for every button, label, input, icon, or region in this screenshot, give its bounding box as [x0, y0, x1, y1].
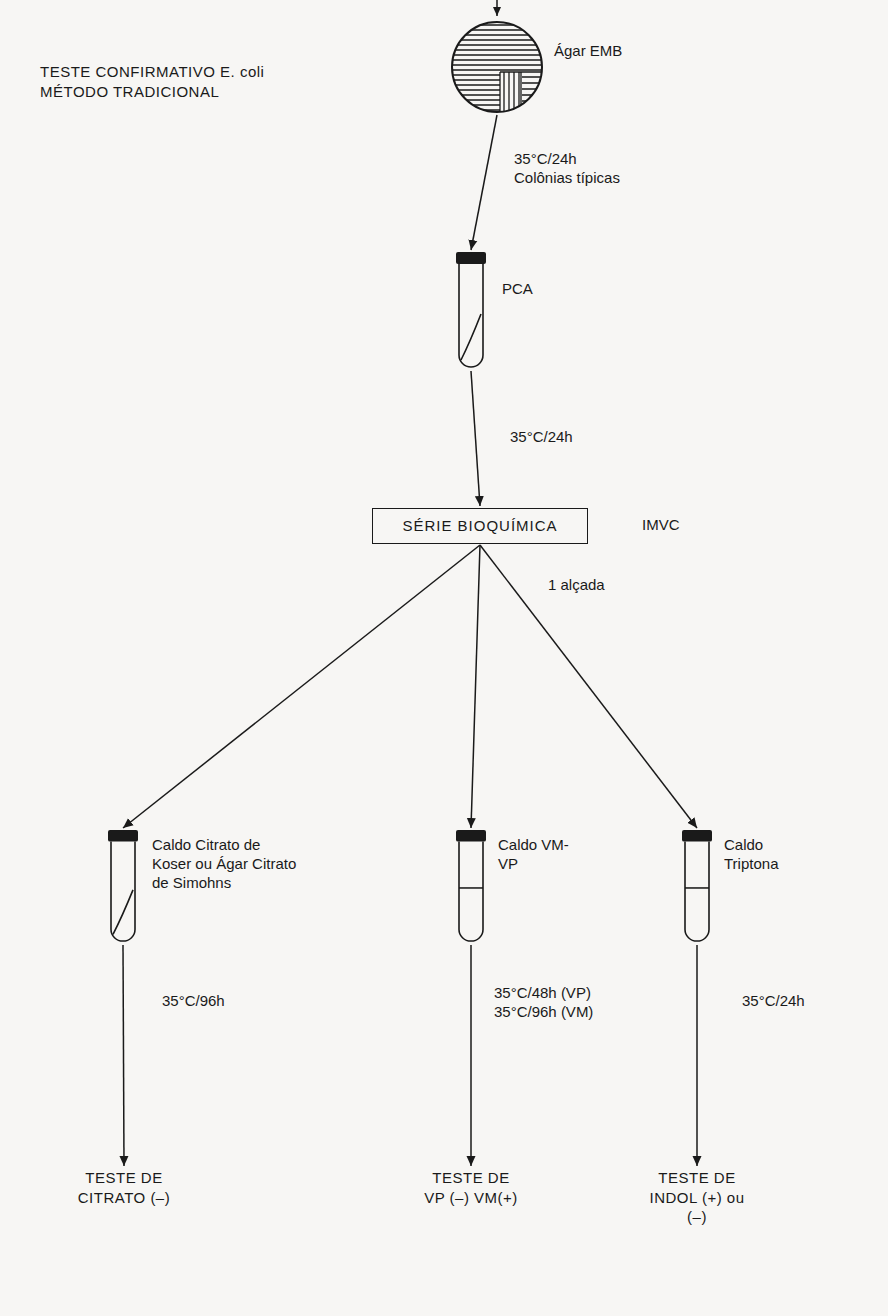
edge-label: 35°C/96h	[160, 992, 254, 1011]
shape-label: Caldo Citrato de Koser ou Ágar Citrato d…	[152, 836, 302, 892]
edge-label: 35°C/24h	[508, 428, 602, 447]
petri-dish	[450, 20, 544, 114]
result-label: TESTE DE INDOL (+) ou (–)	[642, 1168, 752, 1227]
test-tube-node: Caldo Triptona	[682, 830, 712, 944]
result-text: TESTE DE VP (–) VM(+)	[421, 1168, 521, 1207]
edge-label: 35°C/24h Colônias típicas	[512, 150, 626, 188]
tube-cap	[456, 252, 486, 264]
test-tube	[456, 252, 486, 370]
test-series-code: IMVC	[640, 516, 682, 535]
tube-cap	[682, 830, 712, 842]
process-box: SÉRIE BIOQUÍMICA	[372, 508, 588, 544]
shape-label: Ágar EMB	[554, 42, 674, 61]
test-tube-node: Caldo VM-VP	[456, 830, 486, 944]
tube-cap	[108, 830, 138, 842]
test-tube-node: PCA	[456, 252, 486, 370]
tube-body	[111, 842, 135, 942]
result-text: TESTE DE CITRATO (–)	[64, 1168, 184, 1207]
hatching	[450, 25, 544, 114]
broth-level	[685, 887, 709, 889]
result-label: TESTE DE VP (–) VM(+)	[421, 1168, 521, 1207]
result-text: TESTE DE INDOL (+) ou (–)	[642, 1168, 752, 1227]
flow-arrow	[470, 945, 472, 1166]
test-tube	[108, 830, 138, 944]
agar-slant	[113, 890, 133, 934]
shape-label: Caldo VM-VP	[498, 836, 578, 874]
test-tube	[456, 830, 486, 944]
flow-arrow	[471, 545, 480, 828]
flow-arrow	[471, 371, 480, 506]
inoculum-note: 1 alçada	[546, 576, 607, 595]
edge-label: 35°C/24h	[740, 992, 834, 1011]
agar-slant	[461, 314, 481, 360]
test-tube-node: Caldo Citrato de Koser ou Ágar Citrato d…	[108, 830, 138, 944]
tube-body	[459, 842, 483, 942]
shape-label: PCA	[502, 280, 582, 299]
flow-arrow	[480, 545, 697, 828]
tube-body	[685, 842, 709, 942]
box-label: SÉRIE BIOQUÍMICA	[402, 517, 557, 536]
diagram-title: TESTE CONFIRMATIVO E. coli MÉTODO TRADIC…	[40, 62, 310, 101]
test-tube	[682, 830, 712, 944]
edge-label: 35°C/48h (VP) 35°C/96h (VM)	[492, 984, 616, 1022]
flow-arrow	[696, 945, 698, 1166]
broth-level	[459, 887, 483, 889]
petri-dish-node: Ágar EMB	[450, 20, 544, 114]
tube-body	[459, 264, 483, 367]
flow-arrow	[471, 115, 497, 250]
shape-label: Caldo Triptona	[724, 836, 814, 874]
incoming-arrow	[496, 0, 498, 16]
flow-arrow	[123, 945, 124, 1166]
result-label: TESTE DE CITRATO (–)	[64, 1168, 184, 1207]
tube-cap	[456, 830, 486, 842]
flow-arrow	[123, 545, 480, 828]
